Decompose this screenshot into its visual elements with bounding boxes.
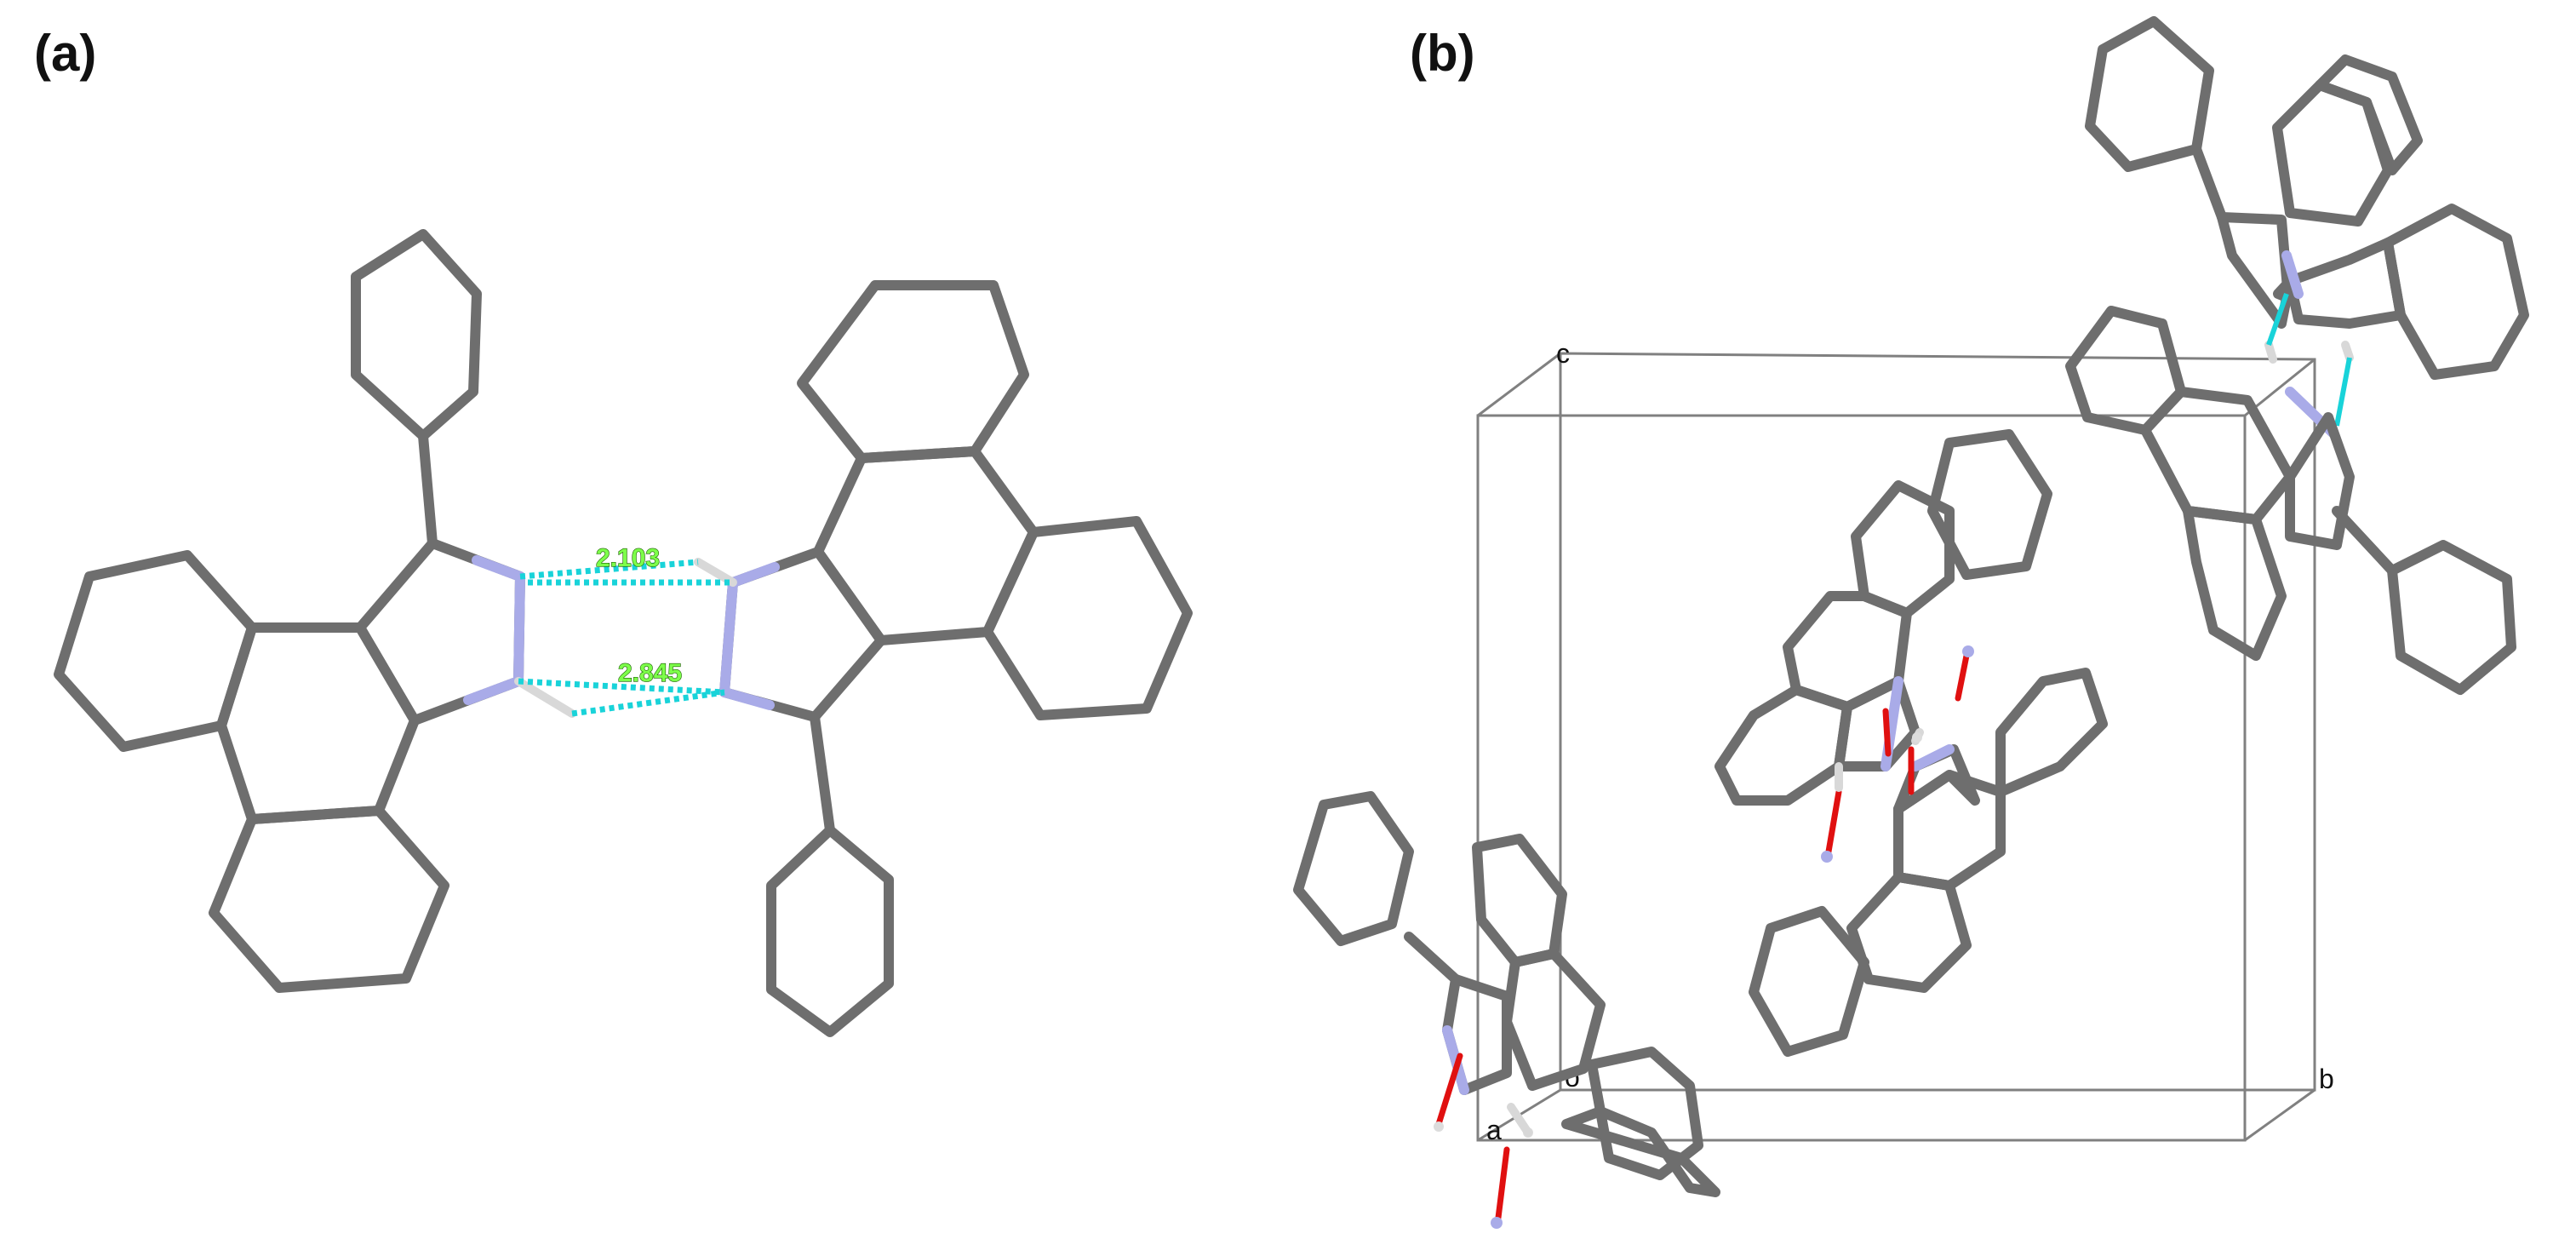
- right-benzo-ring-right: [982, 516, 1193, 720]
- left-phenyl-link: [418, 431, 438, 548]
- c2-fused-ring-3: [1995, 668, 2108, 797]
- h-bond-contact-lower-2: [571, 689, 725, 717]
- tr-h-bond-1: [2266, 293, 2289, 346]
- c2-n-atom-end: [1962, 645, 1974, 657]
- tr2-phenyl-ring: [2387, 540, 2516, 695]
- bl-short-contact-1: [1435, 1053, 1463, 1127]
- central-pair: [1714, 429, 2108, 1057]
- bl-n-h-bond: [1507, 1103, 1532, 1137]
- right-phenyl-ring: [766, 825, 894, 1037]
- unit-cell-edge-3: [2244, 1088, 2316, 1142]
- hydrogen-bond-contacts: [518, 559, 733, 717]
- tr-fused-ring-3: [2383, 204, 2529, 380]
- axis-label-a: a: [1486, 1115, 1502, 1145]
- right-n-c-bond-2: [719, 687, 775, 710]
- bl-phenyl-link: [1404, 932, 1461, 984]
- c2-fused-ring-1: [1846, 872, 1972, 993]
- bl-fused-ring-2: [1502, 949, 1606, 1091]
- c1-short-contact-2: [1825, 789, 1842, 855]
- tr2-fused-ring-2: [2140, 387, 2295, 525]
- axis-label-b: b: [2319, 1064, 2334, 1094]
- c2-h-atom: [1912, 732, 1922, 743]
- left-benzo-ring-lower: [209, 806, 449, 993]
- panel-label-a: (a): [34, 25, 97, 82]
- h-bond-contact-lower-1: [518, 678, 725, 696]
- bl-h-atom-1: [1434, 1121, 1444, 1132]
- left-n-c-bond-2: [463, 676, 524, 705]
- distance-label-lower: 2.845: [618, 659, 682, 687]
- tr-fused-ring-4: [2285, 238, 2406, 329]
- left-n-n-bond: [513, 571, 525, 686]
- bl-n-atom-end: [1491, 1217, 1503, 1229]
- bl-fused-ring-4: [1561, 1106, 1720, 1197]
- right-molecule: [694, 280, 1193, 1037]
- left-n-c-bond-1: [472, 555, 525, 582]
- h-bond-contact-upper-1: [519, 559, 699, 580]
- c2-n-n-bond: [1910, 744, 1955, 772]
- c1-fused-ring-3: [1714, 685, 1852, 806]
- right-n-h-bond: [694, 558, 737, 587]
- tr2-phenyl-link: [2332, 506, 2397, 576]
- bl-fused-ring-1: [1472, 834, 1567, 967]
- tr-n-h-1: [2264, 341, 2277, 364]
- tr-phenyl-ring: [2085, 16, 2214, 172]
- c2-short-contact-1: [1955, 652, 1970, 702]
- axis-label-c: c: [1556, 338, 1570, 369]
- left-n-h-bond: [514, 677, 576, 718]
- bl-phenyl-ring: [1293, 791, 1414, 946]
- c1-pyrazole-ring: [1834, 676, 1921, 772]
- tr-fused-ring-2: [2315, 54, 2423, 175]
- c1-n-atom-end: [1821, 851, 1833, 863]
- bottom-left-dimer: [1293, 791, 1720, 1229]
- tr-h-bond-2: [2334, 357, 2352, 427]
- panel-label-b: (b): [1410, 25, 1475, 82]
- right-n-c-bond-1: [728, 562, 780, 588]
- left-central-ring: [216, 622, 420, 824]
- right-n-n-bond: [719, 577, 738, 697]
- tr2-fused-ring-4: [2285, 412, 2355, 550]
- c2-phenyl-ring: [1749, 906, 1869, 1057]
- right-phenyl-link: [810, 712, 835, 835]
- tr-pyrazole-ring: [2217, 212, 2295, 329]
- unit-cell-edge-1: [1477, 352, 1561, 417]
- bl-short-contact-2: [1495, 1146, 1510, 1221]
- distance-label-upper: 2.103: [596, 544, 660, 572]
- left-molecule: [54, 229, 576, 993]
- bl-fused-ring-3: [1587, 1047, 1703, 1180]
- panel-b-packing: c b a o: [1293, 16, 2529, 1229]
- bl-pyrazole-ring: [1442, 974, 1512, 1095]
- top-right-dimer: [2065, 16, 2529, 695]
- right-benzo-ring-upper: [797, 280, 1029, 463]
- tr-phenyl-link: [2191, 144, 2227, 222]
- c1-phenyl-ring: [1927, 429, 2052, 580]
- tr2-fused-ring-3: [2183, 506, 2287, 661]
- left-phenyl-ring: [351, 229, 482, 441]
- c1-short-contact-1: [1882, 708, 1892, 757]
- tr-n-n-bond: [2281, 250, 2304, 299]
- tr-n-h-2: [2341, 341, 2354, 362]
- panel-a-dimer: 2.103 2.845: [54, 229, 1193, 1037]
